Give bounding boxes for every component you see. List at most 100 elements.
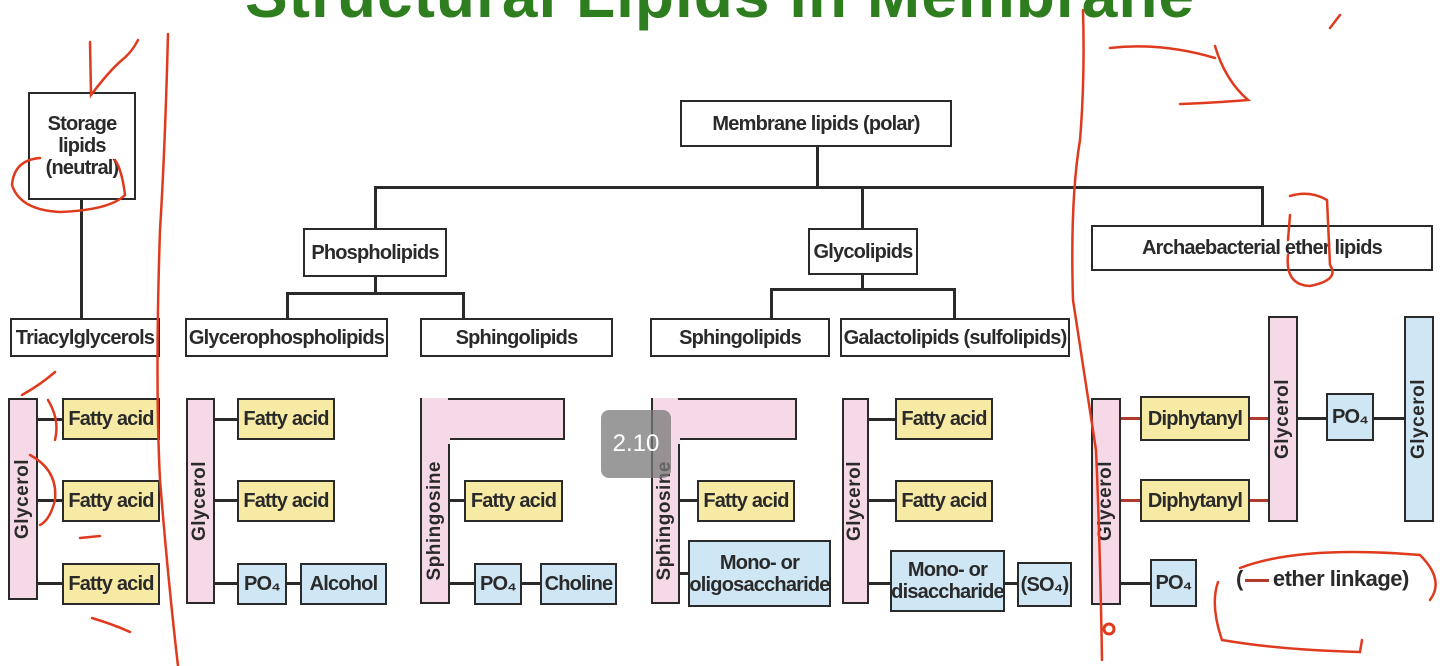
connector — [462, 292, 465, 318]
ether-linkage-legend: (ether linkage) — [1236, 566, 1409, 591]
bond — [1121, 582, 1150, 585]
label: PO₄ — [243, 573, 281, 595]
connector — [861, 186, 864, 228]
bond — [287, 582, 300, 585]
label: Fatty acid — [470, 490, 557, 512]
ether-bond — [1121, 417, 1140, 420]
glycerol-block: Glycerol — [842, 398, 869, 604]
triacylglycerols-box: Triacylglycerols — [10, 318, 160, 357]
connector — [80, 200, 83, 318]
bond — [680, 572, 688, 575]
label: (SO₄) — [1020, 573, 1070, 596]
galactolipids-box: Galactolipids (sulfolipids) — [840, 318, 1070, 357]
label: Alcohol — [309, 573, 379, 595]
sphingosine-joint — [422, 400, 450, 444]
glycerol-block: Glycerol — [1268, 316, 1298, 522]
label: Mono- or disaccharide — [891, 559, 1004, 603]
glycerol-block: Glycerol — [8, 398, 38, 600]
bond — [869, 418, 895, 421]
ether-bond — [1121, 499, 1140, 502]
bond — [1298, 417, 1326, 420]
archaea-lipids-box: Archaebacterial ether lipids — [1091, 225, 1433, 271]
label: Fatty acid — [243, 490, 329, 512]
bond — [215, 499, 237, 502]
label: Galactolipids (sulfolipids) — [843, 326, 1068, 349]
label: Glycolipids — [813, 240, 913, 263]
sphingolipids-glyco-box: Sphingolipids — [650, 318, 830, 357]
connector — [374, 277, 377, 293]
fatty-acid-block: Fatty acid — [697, 480, 795, 522]
phospholipids-box: Phospholipids — [303, 228, 447, 277]
fatty-acid-block: Fatty acid — [237, 480, 335, 522]
label: Sphingolipids — [455, 326, 579, 349]
glycerol-block-blue: Glycerol — [1404, 316, 1434, 522]
diphytanyl-block: Diphytanyl — [1140, 396, 1250, 441]
connector — [816, 147, 819, 188]
glycerol-block: Glycerol — [186, 398, 215, 604]
ether-bond — [1250, 417, 1268, 420]
label: Glycerol — [1271, 378, 1293, 460]
connector — [770, 288, 956, 291]
label: Diphytanyl — [1147, 489, 1243, 512]
annotation-stroke — [1108, 44, 1252, 106]
label: Diphytanyl — [1147, 407, 1243, 430]
connector — [286, 292, 289, 318]
label: Fatty acid — [243, 408, 329, 430]
label: Membrane lipids (polar) — [712, 112, 920, 135]
bond — [522, 582, 540, 585]
choline-block: Choline — [540, 563, 617, 605]
label: Archaebacterial ether lipids — [1142, 237, 1383, 259]
bond — [1374, 417, 1404, 420]
fatty-acid-block: Fatty acid — [62, 563, 160, 605]
connector — [286, 292, 465, 295]
bond — [680, 499, 697, 502]
label: Fatty acid — [901, 408, 987, 430]
label: Sphingolipids — [679, 326, 802, 349]
label: Fatty acid — [68, 408, 154, 430]
oligosaccharide-block: Mono- or oligosaccharide — [688, 540, 831, 607]
fatty-acid-block: Fatty acid — [895, 480, 993, 522]
membrane-lipids-box: Membrane lipids (polar) — [680, 100, 952, 147]
label: Fatty acid — [68, 490, 154, 512]
glycerophospholipids-box: Glycerophospholipids — [185, 318, 388, 357]
bond — [1005, 582, 1017, 585]
bond — [869, 582, 890, 585]
label: Glycerol — [11, 458, 33, 540]
connector — [1261, 186, 1264, 226]
ether-bond — [1250, 499, 1268, 502]
label: PO₄ — [1155, 572, 1192, 594]
label: Phospholipids — [311, 241, 439, 264]
phosphate-block: PO₄ — [237, 563, 287, 605]
glycolipids-box: Glycolipids — [808, 228, 918, 275]
phosphate-block: PO₄ — [1326, 393, 1374, 441]
sphingolipids-phospho-box: Sphingolipids — [420, 318, 613, 357]
storage-lipids-box: Storage lipids (neutral) — [28, 92, 136, 200]
label: Fatty acid — [68, 573, 154, 595]
label: Fatty acid — [901, 490, 987, 512]
bond — [450, 582, 474, 585]
phosphate-block: PO₄ — [1150, 559, 1197, 607]
bond — [38, 499, 62, 502]
label: Storage lipids (neutral) — [45, 113, 120, 179]
label: Glycerol — [844, 460, 866, 542]
fatty-acid-block: Fatty acid — [237, 398, 335, 440]
bond — [38, 582, 62, 585]
sulfate-block: (SO₄) — [1017, 562, 1072, 607]
bond — [869, 499, 895, 502]
bond — [450, 499, 464, 502]
cursor-dot-icon — [1102, 622, 1116, 636]
ether-swatch — [1244, 578, 1269, 582]
label: Sphingosine — [423, 460, 445, 581]
label: Choline — [544, 573, 614, 595]
label: Glycerol — [189, 460, 211, 542]
label: Triacylglycerols — [15, 326, 155, 349]
label: Glycerophospholipids — [188, 326, 385, 349]
connector — [953, 288, 956, 318]
label: Sphingosine — [654, 460, 676, 581]
slide-title: Structural Lipids in Membrane — [0, 0, 1440, 32]
fatty-acid-block: Fatty acid — [464, 480, 563, 522]
label: Mono- or oligosaccharide — [689, 551, 830, 596]
label: Glycerol — [1094, 461, 1116, 542]
label: PO₄ — [1331, 406, 1369, 428]
legend-label: ether linkage — [1272, 566, 1403, 591]
